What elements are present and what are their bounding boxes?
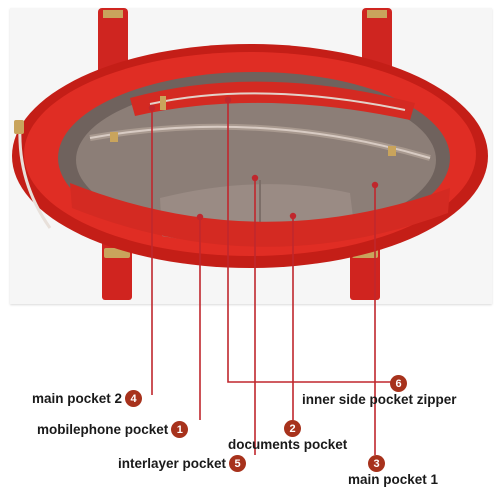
callout-label: interlayer pocket: [118, 456, 227, 471]
callout-documents-pocket: 2 documents pocket: [228, 420, 347, 452]
callout-mobilephone-pocket: mobilephone pocket 1: [37, 421, 189, 438]
product-photo: [10, 8, 492, 304]
callout-number-badge: 1: [171, 421, 189, 438]
side-zipper: [18, 127, 52, 229]
callout-number-badge: 4: [125, 390, 143, 407]
callout-main-pocket-1: 3 main pocket 1: [348, 455, 438, 487]
callout-inner-side-pocket-zipper: 6 inner side pocket zipper: [302, 375, 457, 407]
handbag-illustration: [12, 8, 488, 300]
callout-main-pocket-2: main pocket 2 4: [32, 390, 143, 407]
zipper-pull-left: [110, 132, 118, 142]
callout-number-badge: 5: [229, 455, 247, 472]
callout-label: mobilephone pocket: [37, 422, 169, 437]
callout-number-badge: 6: [390, 375, 407, 392]
zipper-pull-right: [388, 146, 396, 156]
callout-label: main pocket 1: [348, 472, 439, 487]
callout-label: main pocket 2: [32, 391, 123, 406]
callout-interlayer-pocket: interlayer pocket 5: [118, 455, 247, 472]
right-strap-buckle: [367, 10, 387, 18]
left-strap: [98, 8, 128, 78]
callout-label: documents pocket: [228, 437, 348, 452]
callout-number-badge: 3: [368, 455, 385, 472]
callout-number-badge: 2: [284, 420, 301, 437]
side-zipper-pull: [14, 120, 24, 134]
zipper-pull-back: [160, 96, 166, 110]
callout-label: inner side pocket zipper: [302, 392, 457, 407]
left-strap-buckle: [103, 10, 123, 18]
